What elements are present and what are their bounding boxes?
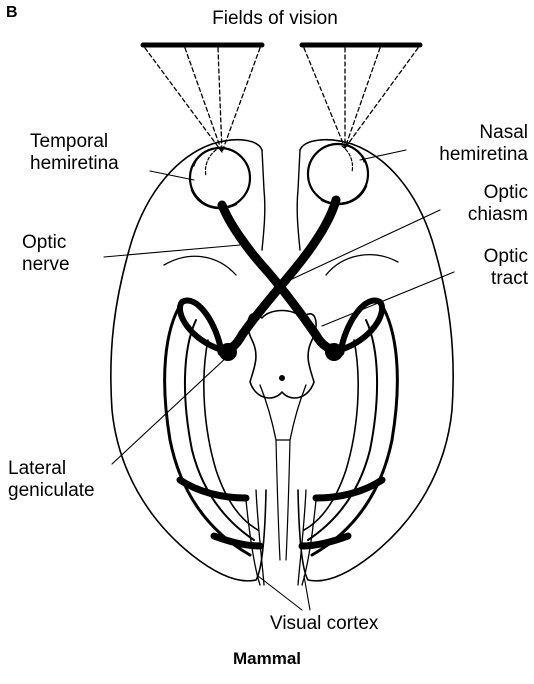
left-cortex-band [214,536,260,546]
leader-cortex-left [258,576,302,610]
left-inner-fold [164,256,236,275]
right-cortex-band [302,536,348,546]
brainstem-dot [280,376,285,381]
brainstem-midline [276,440,290,560]
right-midline-wall [297,150,300,250]
brain-outline [111,140,453,581]
mammal-caption: Mammal [200,648,334,670]
leader-nerve [104,245,240,257]
fields-of-vision-title: Fields of vision [170,8,380,30]
left-optic-radiation-outer [180,301,222,350]
leader-cortex-right [304,576,310,610]
right-optic-nerve [222,200,336,352]
visual-cortex-label: Visual cortex [270,613,430,635]
right-optic-radiation-3 [304,340,358,530]
left-optic-radiation-3 [204,340,258,530]
right-eye [308,144,368,204]
left-midline-wall [262,150,265,250]
right-optic-radiation-outer [340,301,382,350]
panel-letter: B [6,2,18,24]
left-eye [190,148,250,208]
